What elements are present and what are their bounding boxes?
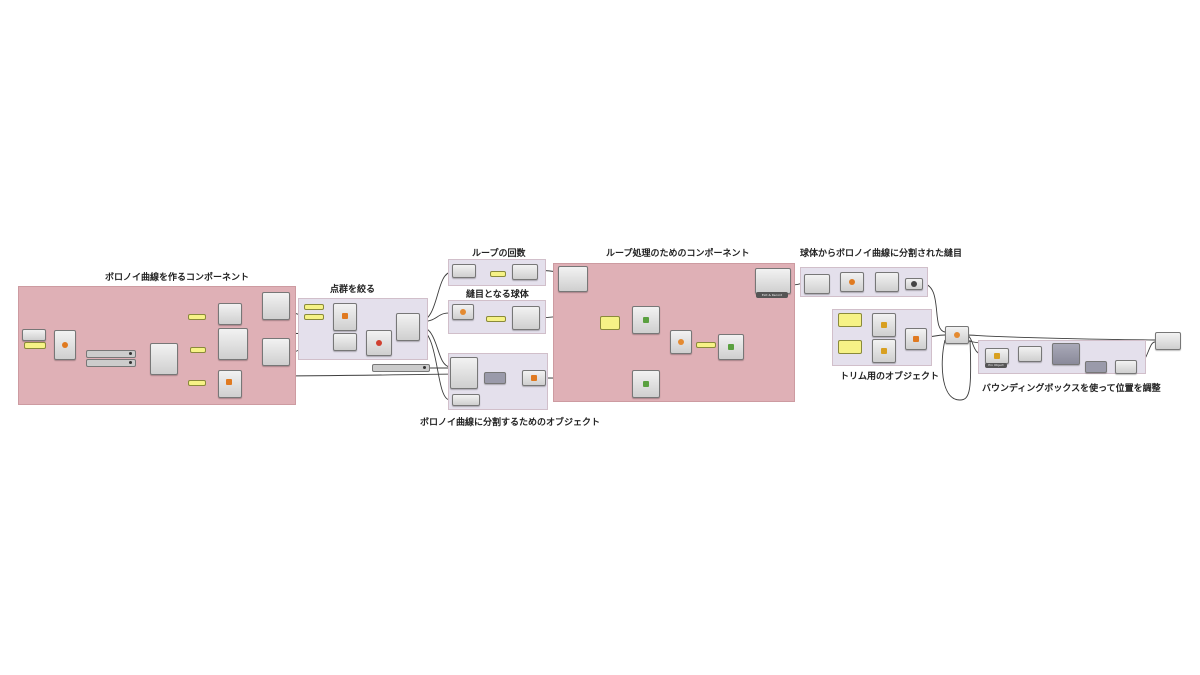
split-brep-component[interactable]: [718, 334, 744, 360]
group-title-bbox-adjust: バウンディングボックスを使って位置を調整: [982, 384, 1161, 394]
extrude-component[interactable]: [522, 370, 546, 386]
vector-component[interactable]: [1115, 360, 1137, 374]
box-icon: [226, 379, 232, 385]
input-panel[interactable]: [838, 340, 862, 354]
cap-component[interactable]: [840, 272, 864, 292]
loop-end-component[interactable]: [755, 268, 791, 294]
slider-knob[interactable]: [129, 352, 132, 355]
split-icon: [728, 344, 734, 350]
populate-icon: [62, 342, 68, 348]
split-brep-component[interactable]: [632, 306, 660, 334]
list-item-component[interactable]: [804, 274, 830, 294]
pull-component[interactable]: [333, 333, 357, 351]
region-component[interactable]: [262, 292, 290, 320]
expression-component[interactable]: [484, 372, 506, 384]
box-2pt-component[interactable]: [872, 339, 896, 363]
box-icon: [881, 322, 887, 328]
cull-component[interactable]: [396, 313, 420, 341]
split-icon: [643, 317, 649, 323]
input-panel[interactable]: [304, 304, 324, 310]
solid-component[interactable]: [670, 330, 692, 354]
split-icon: [643, 381, 649, 387]
input-panel[interactable]: [304, 314, 324, 320]
group-title-trim-objects: トリム用のオブジェクト: [840, 372, 940, 382]
split-brep-component[interactable]: [632, 370, 660, 398]
sphere-icon: [460, 309, 466, 315]
group-title-split-objects: ボロノイ曲線に分割するためのオブジェクト: [420, 418, 601, 428]
output-param[interactable]: [905, 278, 923, 290]
region-component[interactable]: [262, 338, 290, 366]
hexagon-icon: [911, 281, 917, 287]
number-slider[interactable]: [86, 359, 136, 367]
input-panel[interactable]: [190, 347, 206, 353]
number-slider[interactable]: [372, 364, 430, 372]
input-panel[interactable]: [696, 342, 716, 348]
input-panel[interactable]: [188, 314, 206, 320]
solid-icon: [954, 332, 960, 338]
bounding-box-component[interactable]: [985, 348, 1009, 364]
pro-object-button[interactable]: Pro Object: [985, 363, 1007, 368]
voronoi-component[interactable]: [218, 328, 248, 360]
group-title-point-filter: 点群を絞る: [330, 285, 376, 295]
random-component[interactable]: [150, 343, 178, 375]
slider-knob[interactable]: [129, 361, 132, 364]
sphere-component[interactable]: [452, 304, 474, 320]
input-panel[interactable]: [490, 271, 506, 277]
curve-param[interactable]: [22, 329, 46, 341]
inclusion-component[interactable]: [366, 330, 392, 356]
group-title-seam-sphere: 縫目となる球体: [466, 290, 529, 300]
number-slider[interactable]: [86, 350, 136, 358]
loop-start-component[interactable]: [558, 266, 588, 292]
extrude-icon: [531, 375, 537, 381]
input-panel[interactable]: [188, 380, 206, 386]
move-component[interactable]: [452, 394, 480, 406]
slider-knob[interactable]: [423, 366, 426, 369]
cap-icon: [849, 279, 855, 285]
input-panel[interactable]: [486, 316, 506, 322]
box-icon: [881, 348, 887, 354]
construct-component[interactable]: [218, 303, 242, 325]
solid-icon: [678, 339, 684, 345]
move-component[interactable]: [1155, 332, 1181, 350]
box-2pt-component[interactable]: [872, 313, 896, 337]
populate-component[interactable]: [54, 330, 76, 360]
inclusion-icon: [376, 340, 382, 346]
group-title-loop-components: ループ処理のためのコンポーネント: [606, 249, 750, 259]
wire: [941, 339, 972, 401]
join-component[interactable]: [875, 272, 899, 292]
deconstruct-component[interactable]: [1052, 343, 1080, 365]
series-component[interactable]: [512, 264, 538, 280]
group-title-loop-count: ループの回数: [472, 249, 526, 259]
center-component[interactable]: [1018, 346, 1042, 362]
merge-icon: [913, 336, 919, 342]
group-title-seam-result: 球体からボロノイ曲線に分割された縫目: [800, 249, 963, 259]
geometry-component[interactable]: [450, 357, 478, 389]
transform-component[interactable]: [512, 306, 540, 330]
filter-component[interactable]: [333, 303, 357, 331]
group-title-voronoi: ボロノイ曲線を作るコンポーネント: [105, 273, 250, 283]
counter-component[interactable]: [452, 264, 476, 278]
expression-component[interactable]: [1085, 361, 1107, 373]
merge-component[interactable]: [905, 328, 927, 350]
input-panel[interactable]: [838, 313, 862, 327]
filter-icon: [342, 313, 348, 319]
box-component[interactable]: [218, 370, 242, 398]
input-panel[interactable]: [600, 316, 620, 330]
trim-solid-component[interactable]: [945, 326, 969, 344]
wire: [964, 334, 1156, 341]
bbox-icon: [994, 353, 1000, 359]
exit-record-button[interactable]: Exit & Record: [756, 292, 788, 298]
input-panel[interactable]: [24, 342, 46, 349]
